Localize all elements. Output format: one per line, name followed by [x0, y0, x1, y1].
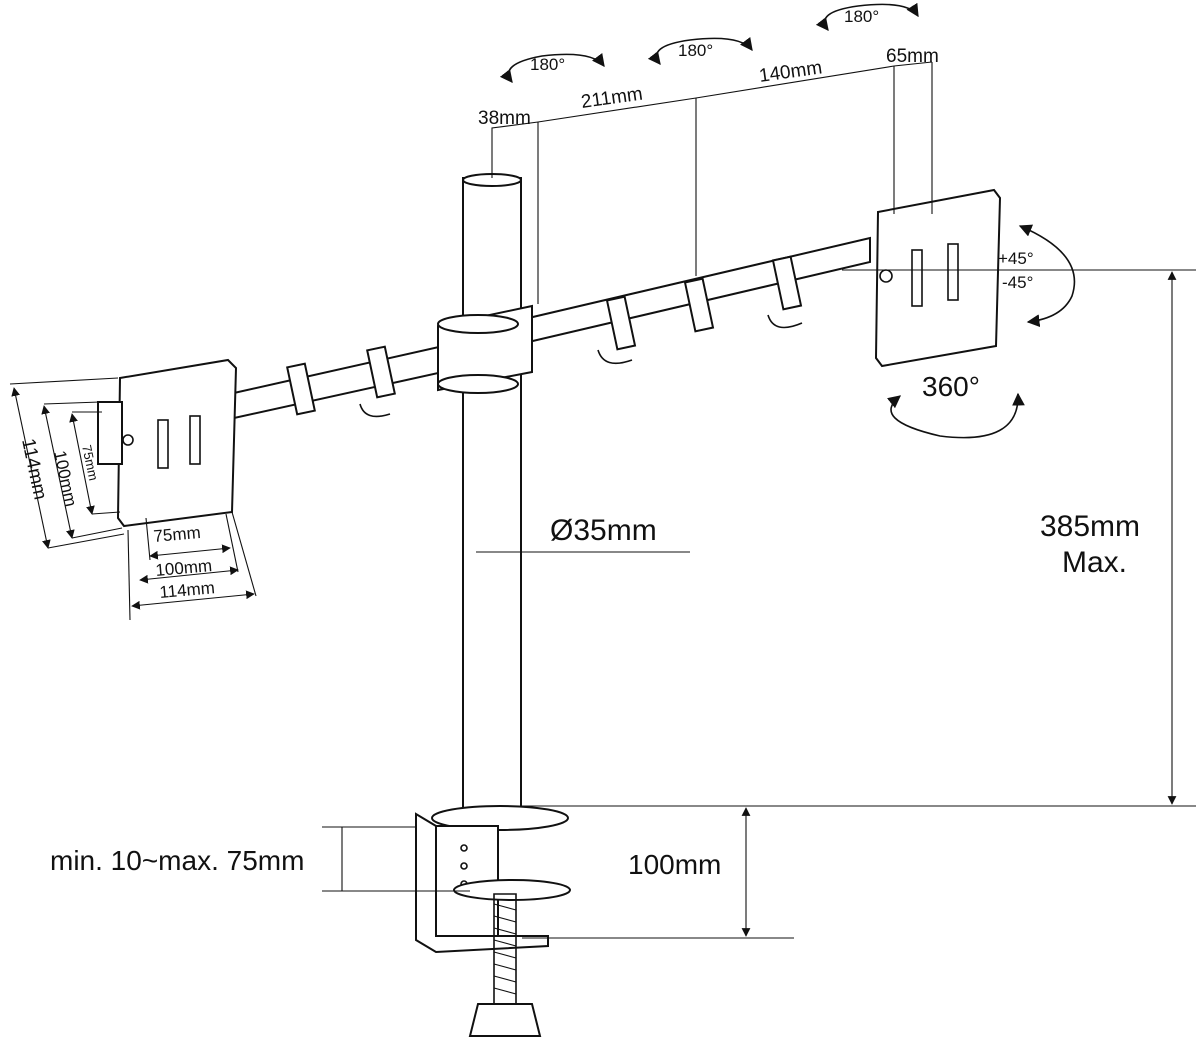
tilt-down-label: -45°	[1002, 273, 1033, 292]
vesa-vertical-114: 114mm	[17, 437, 50, 502]
swivel-label: 360°	[922, 371, 980, 402]
dim-38-label: 38mm	[478, 108, 531, 129]
left-vesa-plate	[97, 358, 238, 528]
dim-65-label: 65mm	[886, 46, 939, 67]
vesa-vertical-100: 100mm	[50, 449, 80, 508]
clamp-depth-label: 100mm	[628, 849, 721, 880]
pole-diameter-label: Ø35mm	[550, 514, 657, 547]
vesa-vertical-75: 75mm	[79, 444, 101, 482]
rotation-label-center: 180°	[678, 41, 713, 60]
desk-clamp	[415, 805, 571, 1037]
vesa-horizontal-114: 114mm	[159, 578, 216, 602]
pole	[462, 173, 522, 809]
labels: 180° 180° 180° 360° +45° -45° 38mm 211mm…	[17, 7, 1140, 880]
rotation-label-right: 180°	[844, 7, 879, 26]
dimension-lines	[9, 61, 1196, 939]
right-vesa-plate	[874, 188, 1002, 368]
rotation-arrows	[499, 2, 1076, 439]
max-height-qualifier: Max.	[1062, 546, 1127, 579]
dim-140-label: 140mm	[758, 57, 824, 87]
tilt-up-label: +45°	[998, 249, 1034, 268]
dim-211-label: 211mm	[580, 84, 644, 113]
rotation-label-left: 180°	[530, 55, 565, 74]
clamp-range-label: min. 10~max. 75mm	[50, 845, 304, 876]
dual-arm	[224, 236, 871, 422]
vesa-horizontal-75: 75mm	[153, 523, 202, 546]
max-height-value: 385mm	[1040, 510, 1140, 543]
vesa-horizontal-100: 100mm	[155, 556, 213, 580]
